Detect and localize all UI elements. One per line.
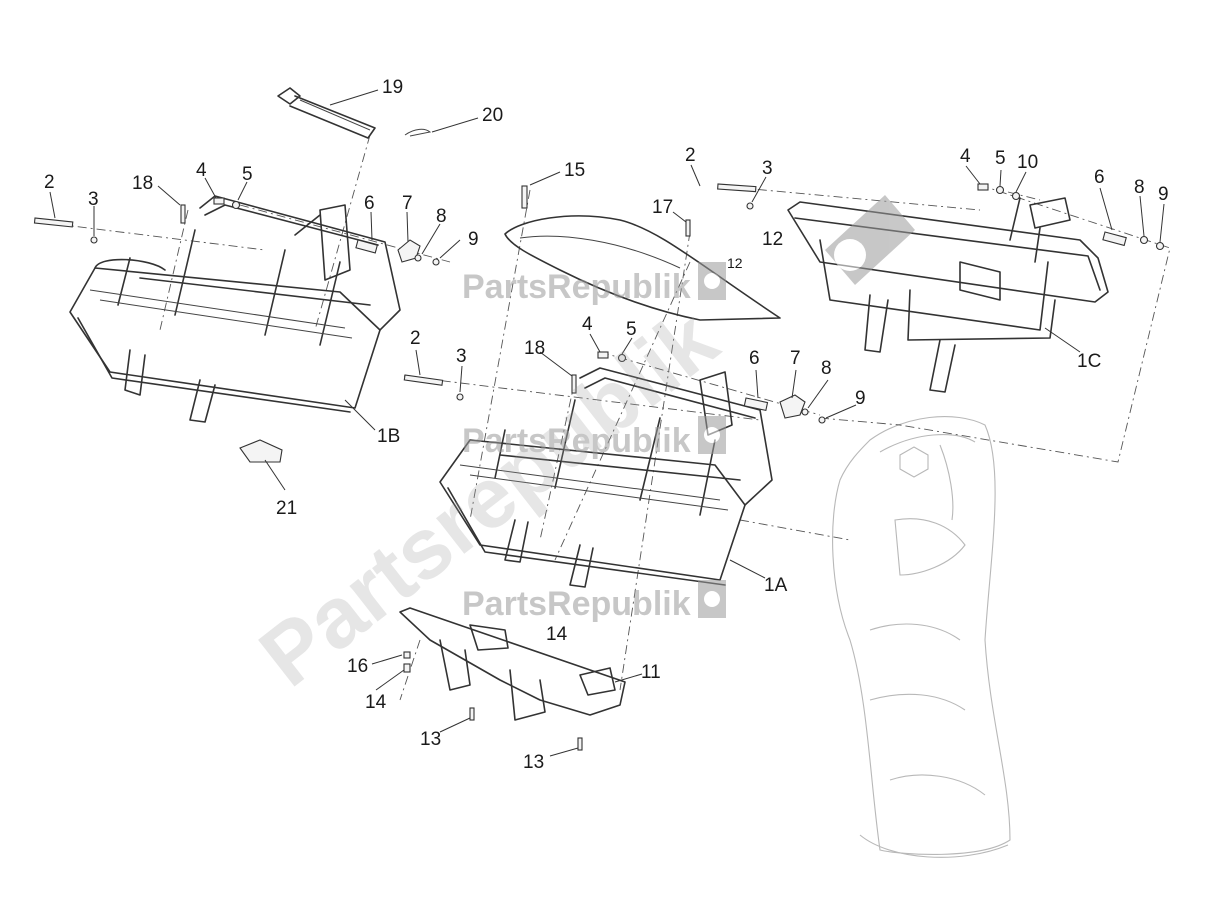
callout-12: 12 — [727, 255, 743, 271]
callout-2: 2 — [685, 145, 696, 166]
callout-1c: 1C — [1077, 351, 1101, 372]
watermark-brand-3: PartsRepublik — [462, 585, 691, 623]
callout-20: 20 — [482, 105, 503, 126]
lower-bracket-11 — [399, 607, 626, 721]
callout-10: 10 — [1017, 152, 1038, 173]
callout-14: 14 — [546, 624, 568, 645]
callout-13: 13 — [420, 729, 441, 750]
rack-1c — [787, 197, 1109, 393]
callout-8: 8 — [1134, 177, 1145, 198]
cover-plate — [504, 215, 781, 321]
watermark-brand-1: PartsRepublik — [462, 268, 691, 306]
callout-12: 12 — [762, 229, 783, 250]
callout-labels: 19 20 2 3 18 4 5 6 7 8 9 1B 21 15 17 2 3… — [44, 77, 1169, 773]
callout-17: 17 — [652, 197, 673, 218]
callout-9: 9 — [855, 388, 866, 409]
callout-11: 11 — [641, 662, 661, 683]
callout-6: 6 — [364, 193, 375, 214]
callout-14: 14 — [365, 692, 387, 713]
callout-19: 19 — [382, 77, 403, 98]
gear-logo-large-icon — [825, 195, 915, 285]
callout-21: 21 — [276, 498, 297, 519]
callout-3: 3 — [762, 158, 773, 179]
callout-4: 4 — [582, 314, 593, 335]
callout-4: 4 — [196, 160, 207, 181]
callout-13: 13 — [523, 752, 544, 773]
callout-18: 18 — [132, 173, 153, 194]
callout-15: 15 — [564, 160, 585, 181]
callout-5: 5 — [626, 319, 637, 340]
callout-5: 5 — [242, 164, 253, 185]
callout-2: 2 — [410, 328, 421, 349]
callout-1a: 1A — [764, 575, 788, 596]
callout-2: 2 — [44, 172, 55, 193]
watermark: Partsrepublik PartsRepublik PartsRepubli… — [243, 195, 915, 705]
callout-3: 3 — [88, 189, 99, 210]
callout-6: 6 — [1094, 167, 1105, 188]
gear-logo-icon — [698, 262, 726, 618]
callout-9: 9 — [468, 229, 479, 250]
callout-16: 16 — [347, 656, 368, 677]
callout-7: 7 — [402, 193, 413, 214]
callout-6: 6 — [749, 348, 760, 369]
callout-8: 8 — [821, 358, 832, 379]
callout-3: 3 — [456, 346, 467, 367]
callout-5: 5 — [995, 148, 1006, 169]
callout-7: 7 — [790, 348, 801, 369]
callout-8: 8 — [436, 206, 447, 227]
callout-4: 4 — [960, 146, 971, 167]
watermark-brand-2: PartsRepublik — [462, 422, 691, 460]
leg-shield-outline — [832, 416, 1011, 858]
callout-9: 9 — [1158, 184, 1169, 205]
assembly-dash-lines — [39, 134, 1171, 701]
callout-18: 18 — [524, 338, 545, 359]
hardware-parts — [33, 87, 1165, 751]
callout-1b: 1B — [377, 426, 400, 447]
watermark-big-text: Partsrepublik — [243, 291, 735, 705]
rack-1b — [69, 195, 401, 423]
leader-lines — [49, 89, 1165, 757]
